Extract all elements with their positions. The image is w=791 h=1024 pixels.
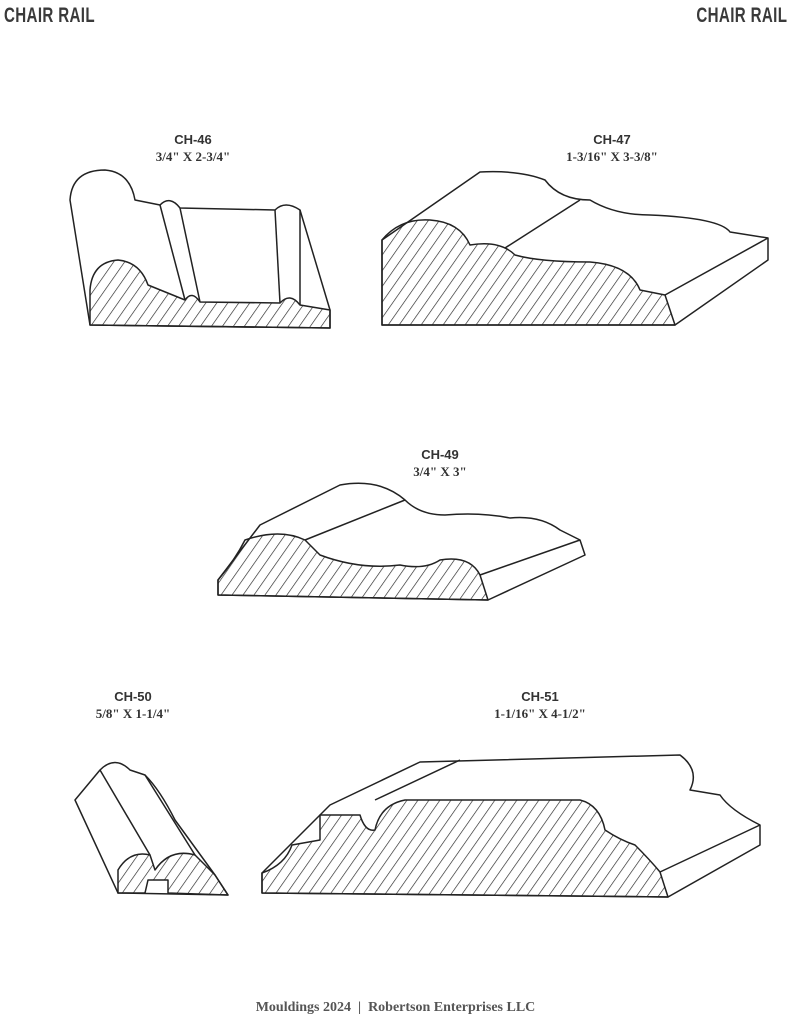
moulding-ch47-drawing — [381, 170, 769, 326]
product-code: CH-46 — [174, 132, 212, 147]
product-size: 3/4" X 2-3/4" — [155, 149, 231, 164]
product-code: CH-51 — [521, 689, 559, 704]
page-header-left: CHAIR RAIL — [4, 4, 95, 27]
product-size: 1-3/16" X 3-3/8" — [566, 149, 658, 164]
product-size: 1-1/16" X 4-1/2" — [494, 706, 586, 721]
moulding-ch46-drawing — [69, 169, 331, 329]
product-size: 5/8" X 1-1/4" — [95, 706, 171, 721]
moulding-ch50-drawing — [74, 761, 229, 896]
product-label-ch50: CH-50 5/8" X 1-1/4" — [13, 689, 253, 722]
product-code: CH-50 — [114, 689, 152, 704]
product-label-ch49: CH-49 3/4" X 3" — [320, 447, 560, 480]
product-code: CH-47 — [593, 132, 631, 147]
product-label-ch47: CH-47 1-3/16" X 3-3/8" — [492, 132, 732, 165]
product-label-ch51: CH-51 1-1/16" X 4-1/2" — [420, 689, 660, 722]
product-size: 3/4" X 3" — [413, 464, 467, 479]
product-code: CH-49 — [421, 447, 459, 462]
page-header-right: CHAIR RAIL — [696, 4, 787, 27]
page-footer: Mouldings 2024 | Robertson Enterprises L… — [255, 1000, 536, 1015]
moulding-ch51-drawing — [261, 754, 761, 898]
product-label-ch46: CH-46 3/4" X 2-3/4" — [73, 132, 313, 165]
moulding-ch49-drawing — [217, 482, 586, 601]
